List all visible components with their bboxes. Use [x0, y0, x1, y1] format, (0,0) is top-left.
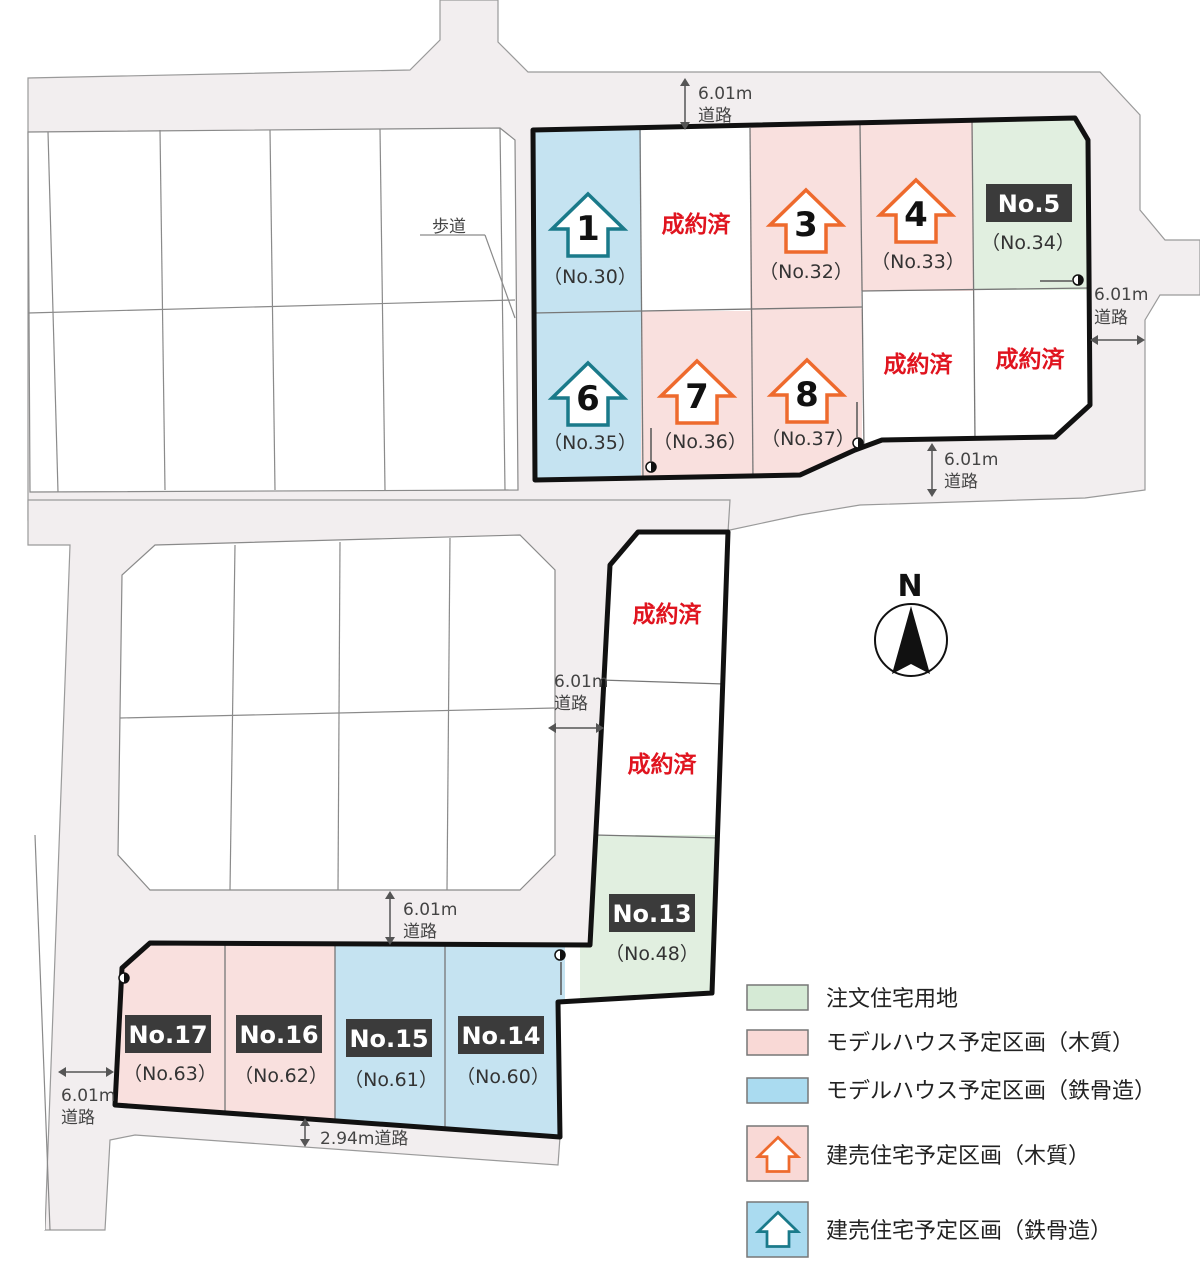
neighbor-block-lower	[117, 534, 556, 891]
lot-17-tag	[125, 1015, 211, 1053]
legend-swatch-custom-land	[746, 984, 809, 1011]
legend-swatch-wood-model	[746, 1029, 809, 1056]
lot-15-number: No.15	[349, 1025, 428, 1053]
lot-17-number: No.17	[128, 1021, 207, 1049]
legend-label: 建売住宅予定区画（鉄骨造）	[826, 1219, 1112, 1244]
road-label-lower: 道路	[403, 922, 437, 942]
lot-5-sub: （No.34）	[981, 232, 1075, 254]
legend: 注文住宅用地 モデルハウス予定区画（木質） モデルハウス予定区画（鉄骨造） 建売…	[746, 984, 1156, 1258]
lot-2-status: 成約済	[662, 211, 732, 238]
lower-development-boundary	[112, 529, 731, 1140]
legend-label: 注文住宅用地	[826, 987, 958, 1012]
lot-5-tag	[986, 184, 1072, 222]
lot-1-number: 1	[576, 209, 600, 249]
legend-label: 建売住宅予定区画（木質）	[826, 1144, 1090, 1169]
lot-15-tag	[346, 1019, 432, 1057]
compass-north-label: N	[897, 569, 922, 604]
upper-development-boundary	[530, 115, 1093, 483]
road-width-left: 6.01m	[61, 1086, 115, 1106]
road-width-narrow: 2.94m道路	[320, 1129, 408, 1149]
lot-13-sub: （No.48）	[605, 943, 699, 965]
road-bottom-left-edge	[28, 830, 45, 1230]
lot-7-number: 7	[685, 377, 709, 417]
lot-8-sub: （No.37）	[761, 428, 855, 450]
lot-16-number: No.16	[239, 1021, 318, 1049]
road-dimensions: 6.01m 道路 6.01m 道路 6.01m 道路 6.01m 道路 6.01…	[58, 78, 1148, 1149]
road-label-left: 道路	[61, 1108, 95, 1128]
road-label-right: 道路	[1094, 308, 1128, 328]
compass-north-icon: N	[874, 569, 948, 677]
road-width-mid: 6.01m	[944, 450, 998, 470]
lot-1-sub: （No.30）	[543, 266, 637, 288]
road-width-center: 6.01m	[554, 672, 608, 692]
lot-3-number: 3	[794, 205, 818, 245]
lot-13-number: No.13	[612, 900, 691, 928]
lot-6-number: 6	[576, 379, 600, 419]
legend-swatch-steel-model	[746, 1077, 809, 1104]
road-label-mid: 道路	[944, 472, 978, 492]
survey-markers	[118, 274, 1084, 995]
lot-9-status: 成約済	[884, 351, 954, 378]
lot-6-sub: （No.35）	[543, 432, 637, 454]
lot-16-tag	[236, 1015, 322, 1053]
lot-14-number: No.14	[461, 1022, 540, 1050]
lot-12-status: 成約済	[628, 751, 698, 778]
lot-5-number: No.5	[998, 190, 1060, 218]
lot-15-sub: （No.61）	[344, 1069, 438, 1091]
lot-17-sub: （No.63）	[123, 1063, 217, 1085]
road-width-lower: 6.01m	[403, 900, 457, 920]
sidewalk-label: 歩道	[432, 217, 466, 237]
lot-14-sub: （No.60）	[456, 1066, 550, 1088]
road-edge-line	[34, 834, 51, 1231]
lot-13-tag	[609, 894, 695, 932]
lot-10-status: 成約済	[996, 346, 1066, 373]
legend-label: モデルハウス予定区画（木質）	[826, 1031, 1134, 1056]
lot-8-number: 8	[795, 375, 819, 415]
lot-7-sub: （No.36）	[653, 431, 747, 453]
lot-14-tag	[458, 1016, 544, 1054]
lot-16-sub: （No.62）	[234, 1065, 328, 1087]
road-width-top: 6.01m	[698, 84, 752, 104]
lot-11-status: 成約済	[633, 601, 703, 628]
road-label-center: 道路	[554, 694, 588, 714]
road-width-right: 6.01m	[1094, 285, 1148, 305]
legend-label: モデルハウス予定区画（鉄骨造）	[826, 1079, 1156, 1104]
lot-4-sub: （No.33）	[871, 251, 965, 273]
road-label-top: 道路	[698, 106, 732, 126]
neighbor-block-upper: 歩道	[27, 127, 519, 493]
lot-3-sub: （No.32）	[759, 261, 853, 283]
lot-4-number: 4	[904, 195, 928, 235]
